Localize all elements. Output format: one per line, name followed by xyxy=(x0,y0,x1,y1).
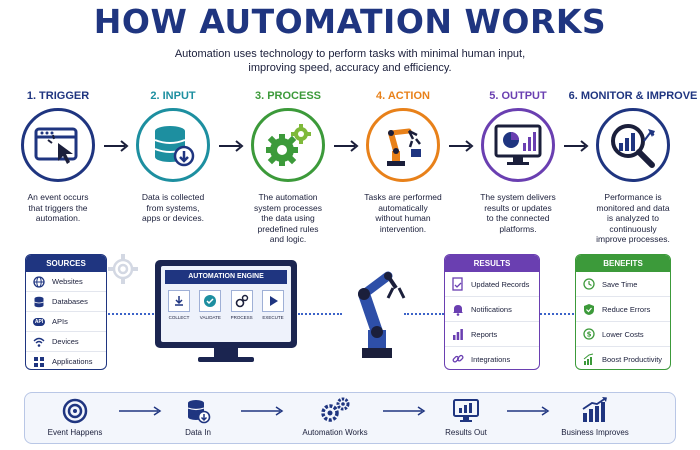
check-circle-icon xyxy=(199,290,222,312)
step-5-title: 5. OUTPUT xyxy=(489,90,547,102)
results-item: Reports xyxy=(445,322,539,347)
globe-icon xyxy=(32,275,46,289)
connector-line xyxy=(298,313,342,315)
robot-arm-icon xyxy=(358,271,406,358)
robot-arm-icon xyxy=(387,128,421,166)
arrow-right-icon xyxy=(219,140,244,152)
bar-chart-icon xyxy=(451,327,465,341)
database-icon xyxy=(32,295,46,309)
magnifier-chart-icon xyxy=(611,124,655,168)
download-icon xyxy=(168,290,190,312)
benefits-item: Save Time xyxy=(576,272,670,297)
connector-line xyxy=(404,313,444,315)
summary-flow-bar xyxy=(24,392,676,444)
arrow-right-icon xyxy=(383,406,426,416)
process-circle xyxy=(251,108,325,182)
engine-stage: EXECUTE xyxy=(259,290,287,320)
results-panel: RESULTS Updated Records Notifications Re… xyxy=(444,254,540,370)
engine-stages: COLLECT VALIDATE PROCESS EXECUTE xyxy=(161,284,291,320)
arrow-right-icon xyxy=(564,140,589,152)
step-2-title: 2. INPUT xyxy=(150,90,196,102)
benefits-title: BENEFITS xyxy=(576,255,670,272)
monitor-chart-icon xyxy=(453,399,479,422)
page-subtitle: Automation uses technology to perform ta… xyxy=(174,48,526,74)
wifi-icon xyxy=(32,335,46,349)
results-item: Notifications xyxy=(445,297,539,322)
arrow-right-icon xyxy=(507,406,550,416)
arrow-right-icon xyxy=(104,140,129,152)
document-check-icon xyxy=(451,277,465,291)
action-circle xyxy=(366,108,440,182)
step-6-title: 6. MONITOR & IMPROVE xyxy=(568,90,698,102)
sources-panel: SOURCES Websites Databases API APIs Devi… xyxy=(25,254,107,370)
sources-title: SOURCES xyxy=(26,255,106,272)
svg-text:$: $ xyxy=(587,331,592,339)
link-icon xyxy=(451,352,465,366)
arrow-right-icon xyxy=(334,140,359,152)
results-item: Integrations xyxy=(445,347,539,371)
flow-label: Data In xyxy=(185,428,211,437)
growth-chart-icon xyxy=(582,397,607,422)
flow-label: Event Happens xyxy=(47,428,103,437)
flow-label: Automation Works xyxy=(302,428,368,437)
arrow-right-icon xyxy=(241,406,284,416)
sources-item: Websites xyxy=(26,272,106,292)
apps-grid-icon xyxy=(32,355,46,369)
database-download-icon xyxy=(187,400,211,424)
output-circle xyxy=(481,108,555,182)
browser-click-icon xyxy=(34,127,78,164)
engine-stage: COLLECT xyxy=(165,290,193,320)
connector-line xyxy=(540,313,574,315)
benefits-item: $ Lower Costs xyxy=(576,322,670,347)
api-icon: API xyxy=(32,317,46,326)
page-title: HOW AUTOMATION WORKS xyxy=(93,2,607,41)
monitor-base xyxy=(198,357,254,362)
play-icon xyxy=(261,290,284,312)
target-icon xyxy=(62,398,88,424)
sources-item: Databases xyxy=(26,292,106,312)
flow-label: Business Improves xyxy=(561,428,629,437)
benefits-panel: BENEFITS Save Time Reduce Errors $ Lower… xyxy=(575,254,671,370)
gears-icon xyxy=(266,124,311,166)
sources-item: API APIs xyxy=(26,312,106,332)
trigger-circle xyxy=(21,108,95,182)
results-title: RESULTS xyxy=(445,255,539,272)
results-item: Updated Records xyxy=(445,272,539,297)
bell-icon xyxy=(451,302,465,316)
gears-icon xyxy=(321,397,350,422)
growth-chart-icon xyxy=(582,352,596,366)
input-circle xyxy=(136,108,210,182)
dollar-icon: $ xyxy=(582,327,596,341)
monitor-stand xyxy=(214,348,238,358)
engine-stage: VALIDATE xyxy=(196,290,224,320)
gear-icon xyxy=(108,254,138,284)
arrow-right-icon xyxy=(119,406,162,416)
flow-label: Results Out xyxy=(445,428,487,437)
sources-item: Devices xyxy=(26,332,106,352)
automation-engine-monitor: AUTOMATION ENGINE COLLECT VALIDATE PROCE… xyxy=(155,260,297,348)
gears-icon xyxy=(230,290,253,312)
monitor-circle xyxy=(596,108,670,182)
benefits-item: Boost Productivity xyxy=(576,347,670,371)
benefits-item: Reduce Errors xyxy=(576,297,670,322)
arrow-right-icon xyxy=(449,140,474,152)
monitor-chart-icon xyxy=(494,124,542,165)
clock-icon xyxy=(582,277,596,291)
step-3-title: 3. PROCESS xyxy=(254,90,322,102)
step-4-title: 4. ACTION xyxy=(376,90,430,102)
connector-line xyxy=(108,313,154,315)
monitor-screen: AUTOMATION ENGINE COLLECT VALIDATE PROCE… xyxy=(161,266,291,342)
database-download-icon xyxy=(154,126,195,167)
shield-check-icon xyxy=(582,302,596,316)
sources-item: Applications xyxy=(26,352,106,371)
automation-engine-title: AUTOMATION ENGINE xyxy=(165,270,287,284)
engine-stage: PROCESS xyxy=(228,290,256,320)
step-1-title: 1. TRIGGER xyxy=(26,90,90,102)
